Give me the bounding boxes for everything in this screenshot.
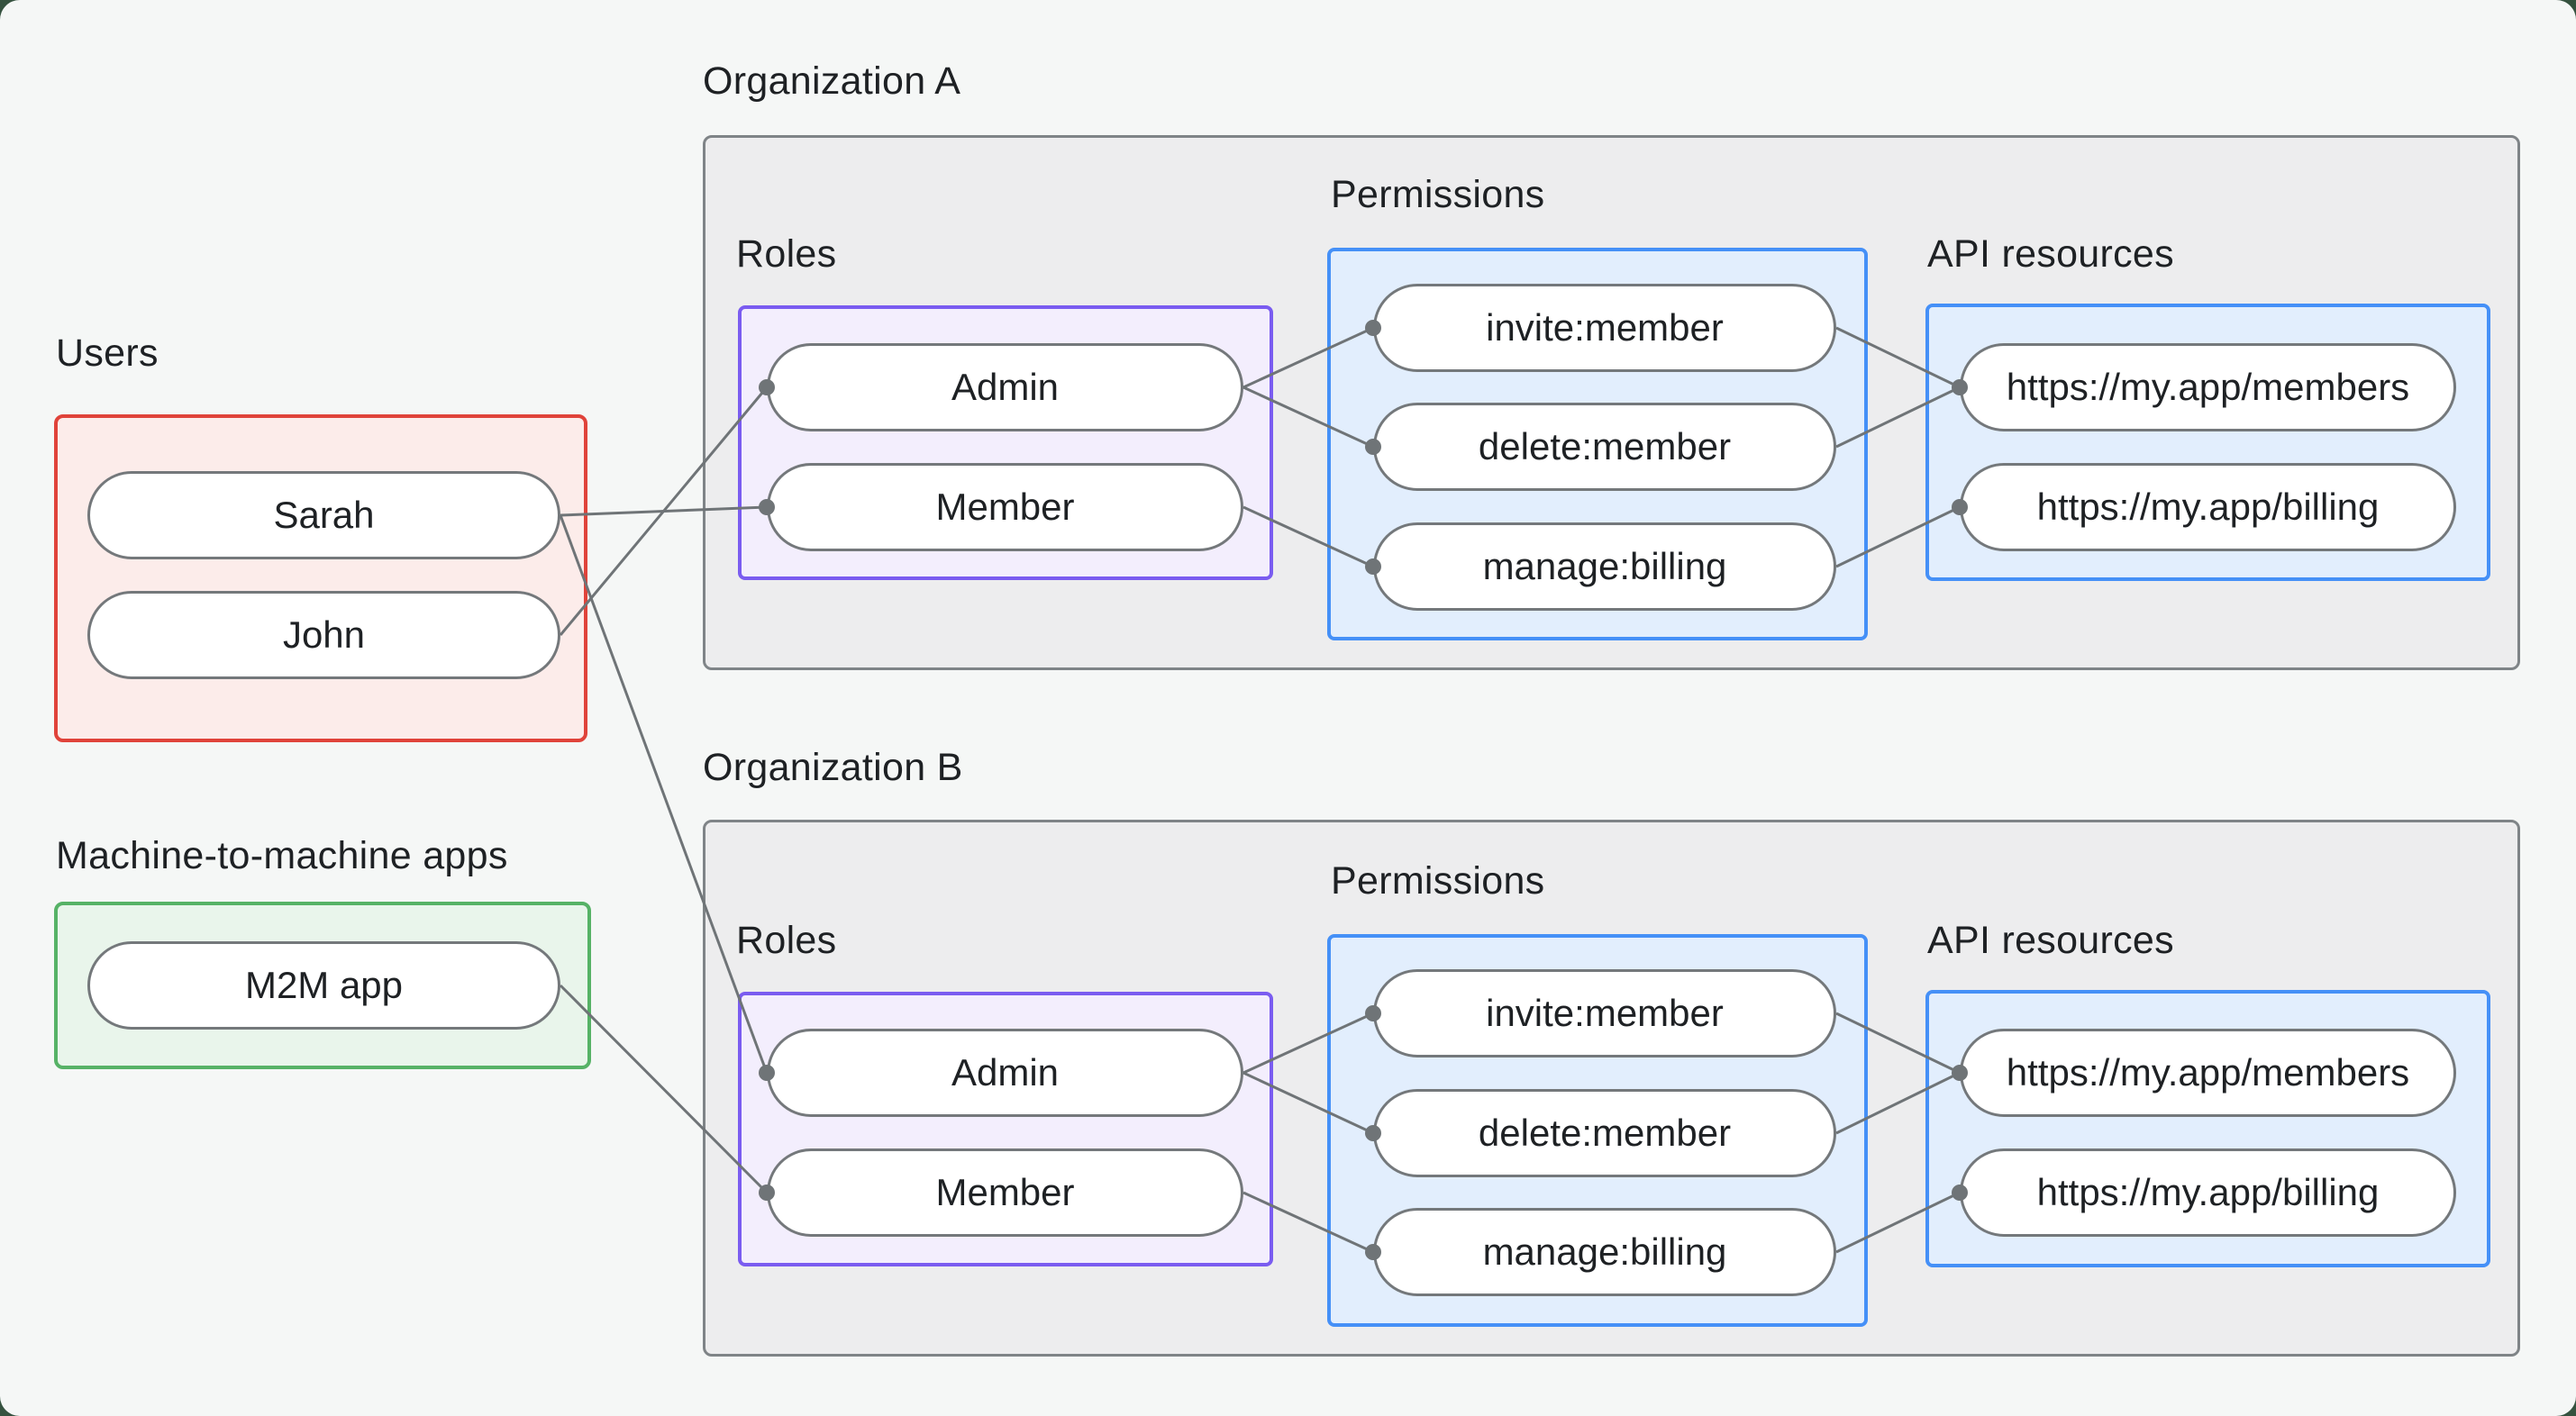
user-node-sarah: Sarah [87,471,560,559]
m2m-app-node: M2M app [87,941,560,1030]
org-a-label: Organization A [703,59,961,103]
org-a-api-resources-label: API resources [1927,232,2174,276]
org-a-role-admin: Admin [767,343,1243,431]
org-b-api-resources-label: API resources [1927,919,2174,962]
org-b-permissions-label: Permissions [1331,859,1545,903]
org-b-role-admin: Admin [767,1029,1243,1117]
org-b-label: Organization B [703,746,963,789]
org-a-roles-label: Roles [736,232,837,276]
org-b-api-members: https://my.app/members [1960,1029,2456,1117]
org-a-api-billing: https://my.app/billing [1960,463,2456,551]
org-b-permission-delete-member: delete:member [1373,1089,1836,1177]
org-a-permissions-label: Permissions [1331,173,1545,216]
users-group-box [54,414,587,742]
org-a-api-members: https://my.app/members [1960,343,2456,431]
user-node-john: John [87,591,560,679]
users-label: Users [56,331,159,375]
org-b-permission-manage-billing: manage:billing [1373,1208,1836,1296]
m2m-label: Machine-to-machine apps [56,834,508,877]
org-b-roles-label: Roles [736,919,837,962]
org-a-permission-invite-member: invite:member [1373,284,1836,372]
org-b-api-billing: https://my.app/billing [1960,1148,2456,1237]
org-a-role-member: Member [767,463,1243,551]
org-b-role-member: Member [767,1148,1243,1237]
org-a-permission-delete-member: delete:member [1373,403,1836,491]
org-a-permission-manage-billing: manage:billing [1373,522,1836,611]
org-b-permission-invite-member: invite:member [1373,969,1836,1057]
